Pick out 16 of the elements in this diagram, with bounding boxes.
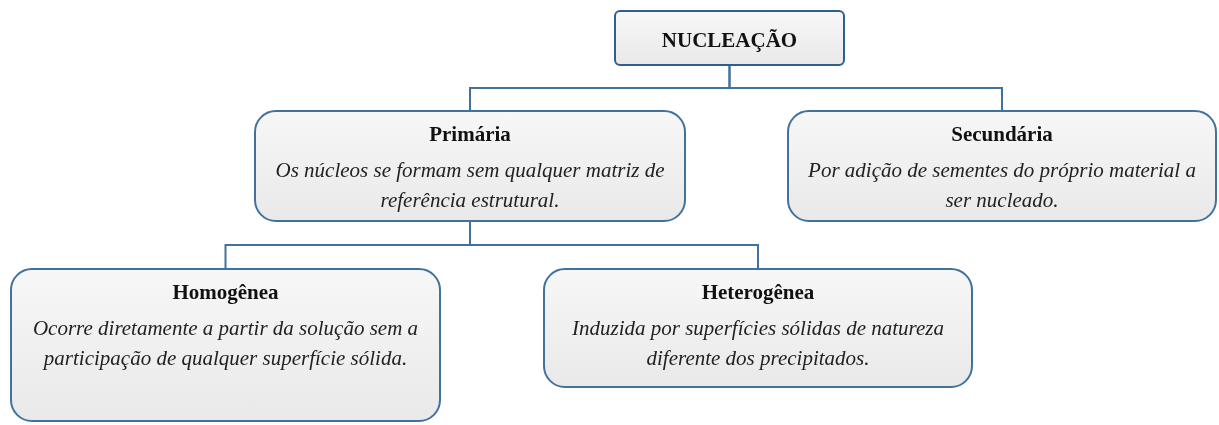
box-heading: Secundária (951, 122, 1053, 147)
box-description: Ocorre diretamente a partir da solução sem a participação de qualquer superfície sólida. (31, 315, 420, 373)
category-box (543, 268, 973, 388)
box-description: Os núcleos se formam sem qualquer matriz de referência estrutural. (274, 157, 666, 215)
box-heading: Homogênea (172, 280, 279, 305)
box-heading: Heterogênea (701, 280, 815, 305)
category-box (787, 110, 1217, 222)
category-box (614, 10, 845, 66)
category-box (10, 268, 441, 422)
box-description: Induzida por superfícies sólidas de natureza diferente dos precipitados. (571, 315, 945, 373)
connector-line (728, 65, 1003, 111)
box-description: Por adição de sementes do próprio material a ser nucleado. (807, 157, 1197, 215)
box-heading: NUCLEAÇÃO (661, 27, 798, 53)
box-heading: Primária (429, 122, 511, 147)
category-box (254, 110, 686, 222)
connector-line (469, 221, 759, 269)
